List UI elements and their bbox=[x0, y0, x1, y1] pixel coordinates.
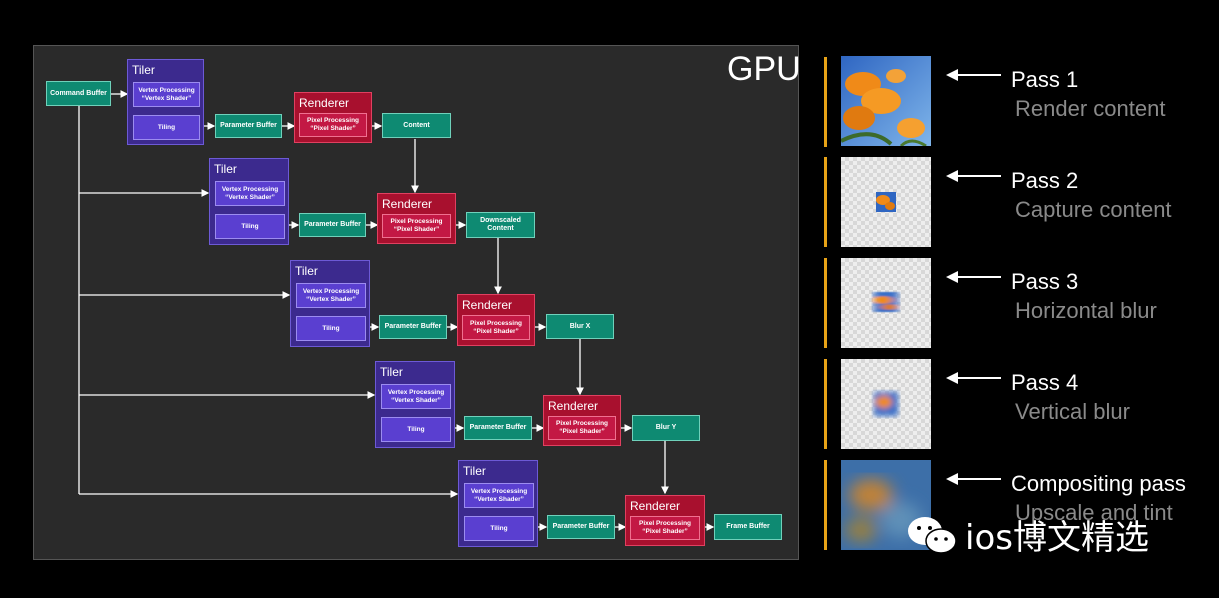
renderer-4-pixel: Pixel Processing “Pixel Shader” bbox=[548, 416, 616, 440]
renderer-5-pixel: Pixel Processing “Pixel Shader” bbox=[630, 516, 700, 540]
parameter-buffer-3: Parameter Buffer bbox=[379, 315, 447, 339]
renderer-1: Renderer Pixel Processing “Pixel Shader” bbox=[294, 92, 372, 143]
captured-content-image bbox=[876, 192, 896, 212]
tiler-4-tiling: Tiling bbox=[381, 417, 451, 442]
pass-4-desc: Vertical blur bbox=[1015, 399, 1130, 424]
renderer-3: Renderer Pixel Processing “Pixel Shader” bbox=[457, 294, 535, 346]
pass-3-thumbnail bbox=[841, 258, 931, 348]
tiler-3: Tiler Vertex Processing “Vertex Shader” … bbox=[290, 260, 370, 347]
tiler-5-title: Tiler bbox=[463, 464, 486, 478]
renderer-5: Renderer Pixel Processing “Pixel Shader” bbox=[625, 495, 705, 546]
output-1-label: Content bbox=[403, 121, 430, 129]
command-buffer-label: Command Buffer bbox=[50, 89, 107, 97]
horizontal-blur-image bbox=[874, 292, 898, 312]
renderer-1-title: Renderer bbox=[299, 96, 350, 110]
tiler-5-tiling: Tiling bbox=[464, 516, 534, 541]
tiler-2-vertex: Vertex Processing “Vertex Shader” bbox=[215, 181, 285, 206]
wechat-icon bbox=[908, 516, 957, 554]
tiler-2-title: Tiler bbox=[214, 162, 237, 176]
parameter-buffer-4-label: Parameter Buffer bbox=[469, 424, 527, 431]
output-2-label: Downscaled Content bbox=[480, 217, 521, 232]
tiler-4-title: Tiler bbox=[380, 365, 403, 379]
flowers-image bbox=[841, 56, 931, 146]
tiler-5: Tiler Vertex Processing “Vertex Shader” … bbox=[458, 460, 538, 547]
parameter-buffer-5: Parameter Buffer bbox=[547, 515, 615, 539]
gpu-label: GPU bbox=[727, 50, 801, 88]
watermark-text: ios博文精选 bbox=[965, 518, 1149, 558]
pass-2-thumbnail bbox=[841, 157, 931, 247]
renderer-2: Renderer Pixel Processing “Pixel Shader” bbox=[377, 193, 456, 244]
tiler-1-title: Tiler bbox=[132, 63, 155, 77]
pass-bar-3 bbox=[824, 258, 827, 348]
pass-1-name: Pass 1 bbox=[1011, 67, 1079, 92]
watermark: ios博文精选 bbox=[905, 510, 1149, 559]
pass-1-thumbnail bbox=[841, 56, 931, 146]
command-buffer-box: Command Buffer bbox=[46, 81, 111, 106]
renderer-5-title: Renderer bbox=[630, 499, 681, 513]
tiler-4-vertex: Vertex Processing “Vertex Shader” bbox=[381, 384, 451, 409]
parameter-buffer-1-label: Parameter Buffer bbox=[220, 122, 277, 129]
pass-bar-2 bbox=[824, 157, 827, 247]
renderer-1-pixel: Pixel Processing “Pixel Shader” bbox=[299, 113, 367, 137]
tiler-3-vertex: Vertex Processing “Vertex Shader” bbox=[296, 283, 366, 308]
pass-5-desc: Upscale and tint bbox=[1015, 500, 1173, 525]
output-5-label: Frame Buffer bbox=[726, 523, 770, 530]
parameter-buffer-4: Parameter Buffer bbox=[464, 416, 532, 440]
tiler-1-vertex: Vertex Processing “Vertex Shader” bbox=[133, 82, 200, 107]
renderer-3-pixel: Pixel Processing “Pixel Shader” bbox=[462, 315, 530, 340]
output-4-label: Blur Y bbox=[655, 424, 677, 431]
pass-4-thumbnail bbox=[841, 359, 931, 449]
output-5: Frame Buffer bbox=[714, 514, 782, 540]
tiler-5-vertex: Vertex Processing “Vertex Shader” bbox=[464, 483, 534, 508]
parameter-buffer-3-label: Parameter Buffer bbox=[384, 323, 442, 330]
output-3-label: Blur X bbox=[569, 322, 591, 330]
pass-bar-5 bbox=[824, 460, 827, 550]
pass-bar-4 bbox=[824, 359, 827, 449]
pass-2-desc: Capture content bbox=[1015, 197, 1172, 222]
output-4: Blur Y bbox=[632, 415, 700, 441]
renderer-2-pixel: Pixel Processing “Pixel Shader” bbox=[382, 214, 451, 238]
parameter-buffer-1: Parameter Buffer bbox=[215, 114, 282, 138]
tiler-4: Tiler Vertex Processing “Vertex Shader” … bbox=[375, 361, 455, 448]
renderer-4: Renderer Pixel Processing “Pixel Shader” bbox=[543, 395, 621, 446]
renderer-4-title: Renderer bbox=[548, 399, 599, 413]
renderer-2-title: Renderer bbox=[382, 197, 433, 211]
pass-2-name: Pass 2 bbox=[1011, 168, 1079, 193]
tiler-1-tiling: Tiling bbox=[133, 115, 200, 140]
renderer-3-title: Renderer bbox=[462, 298, 513, 312]
pass-3-name: Pass 3 bbox=[1011, 269, 1079, 294]
pass-3-desc: Horizontal blur bbox=[1015, 298, 1157, 323]
tiler-3-title: Tiler bbox=[295, 264, 318, 278]
parameter-buffer-2-label: Parameter Buffer bbox=[304, 221, 361, 228]
output-1: Content bbox=[382, 113, 451, 138]
parameter-buffer-5-label: Parameter Buffer bbox=[552, 523, 610, 530]
tiler-2-tiling: Tiling bbox=[215, 214, 285, 239]
tiler-3-tiling: Tiling bbox=[296, 316, 366, 341]
pass-5-name: Compositing pass bbox=[1011, 471, 1186, 496]
tiler-1: Tiler Vertex Processing “Vertex Shader” … bbox=[127, 59, 204, 145]
parameter-buffer-2: Parameter Buffer bbox=[299, 213, 366, 237]
pass-bar-1 bbox=[824, 57, 827, 147]
output-3: Blur X bbox=[546, 314, 614, 339]
output-2: Downscaled Content bbox=[466, 212, 535, 238]
tiler-2: Tiler Vertex Processing “Vertex Shader” … bbox=[209, 158, 289, 245]
vertical-blur-image bbox=[874, 392, 898, 416]
pass-4-name: Pass 4 bbox=[1011, 370, 1079, 395]
pass-1-desc: Render content bbox=[1015, 96, 1166, 121]
